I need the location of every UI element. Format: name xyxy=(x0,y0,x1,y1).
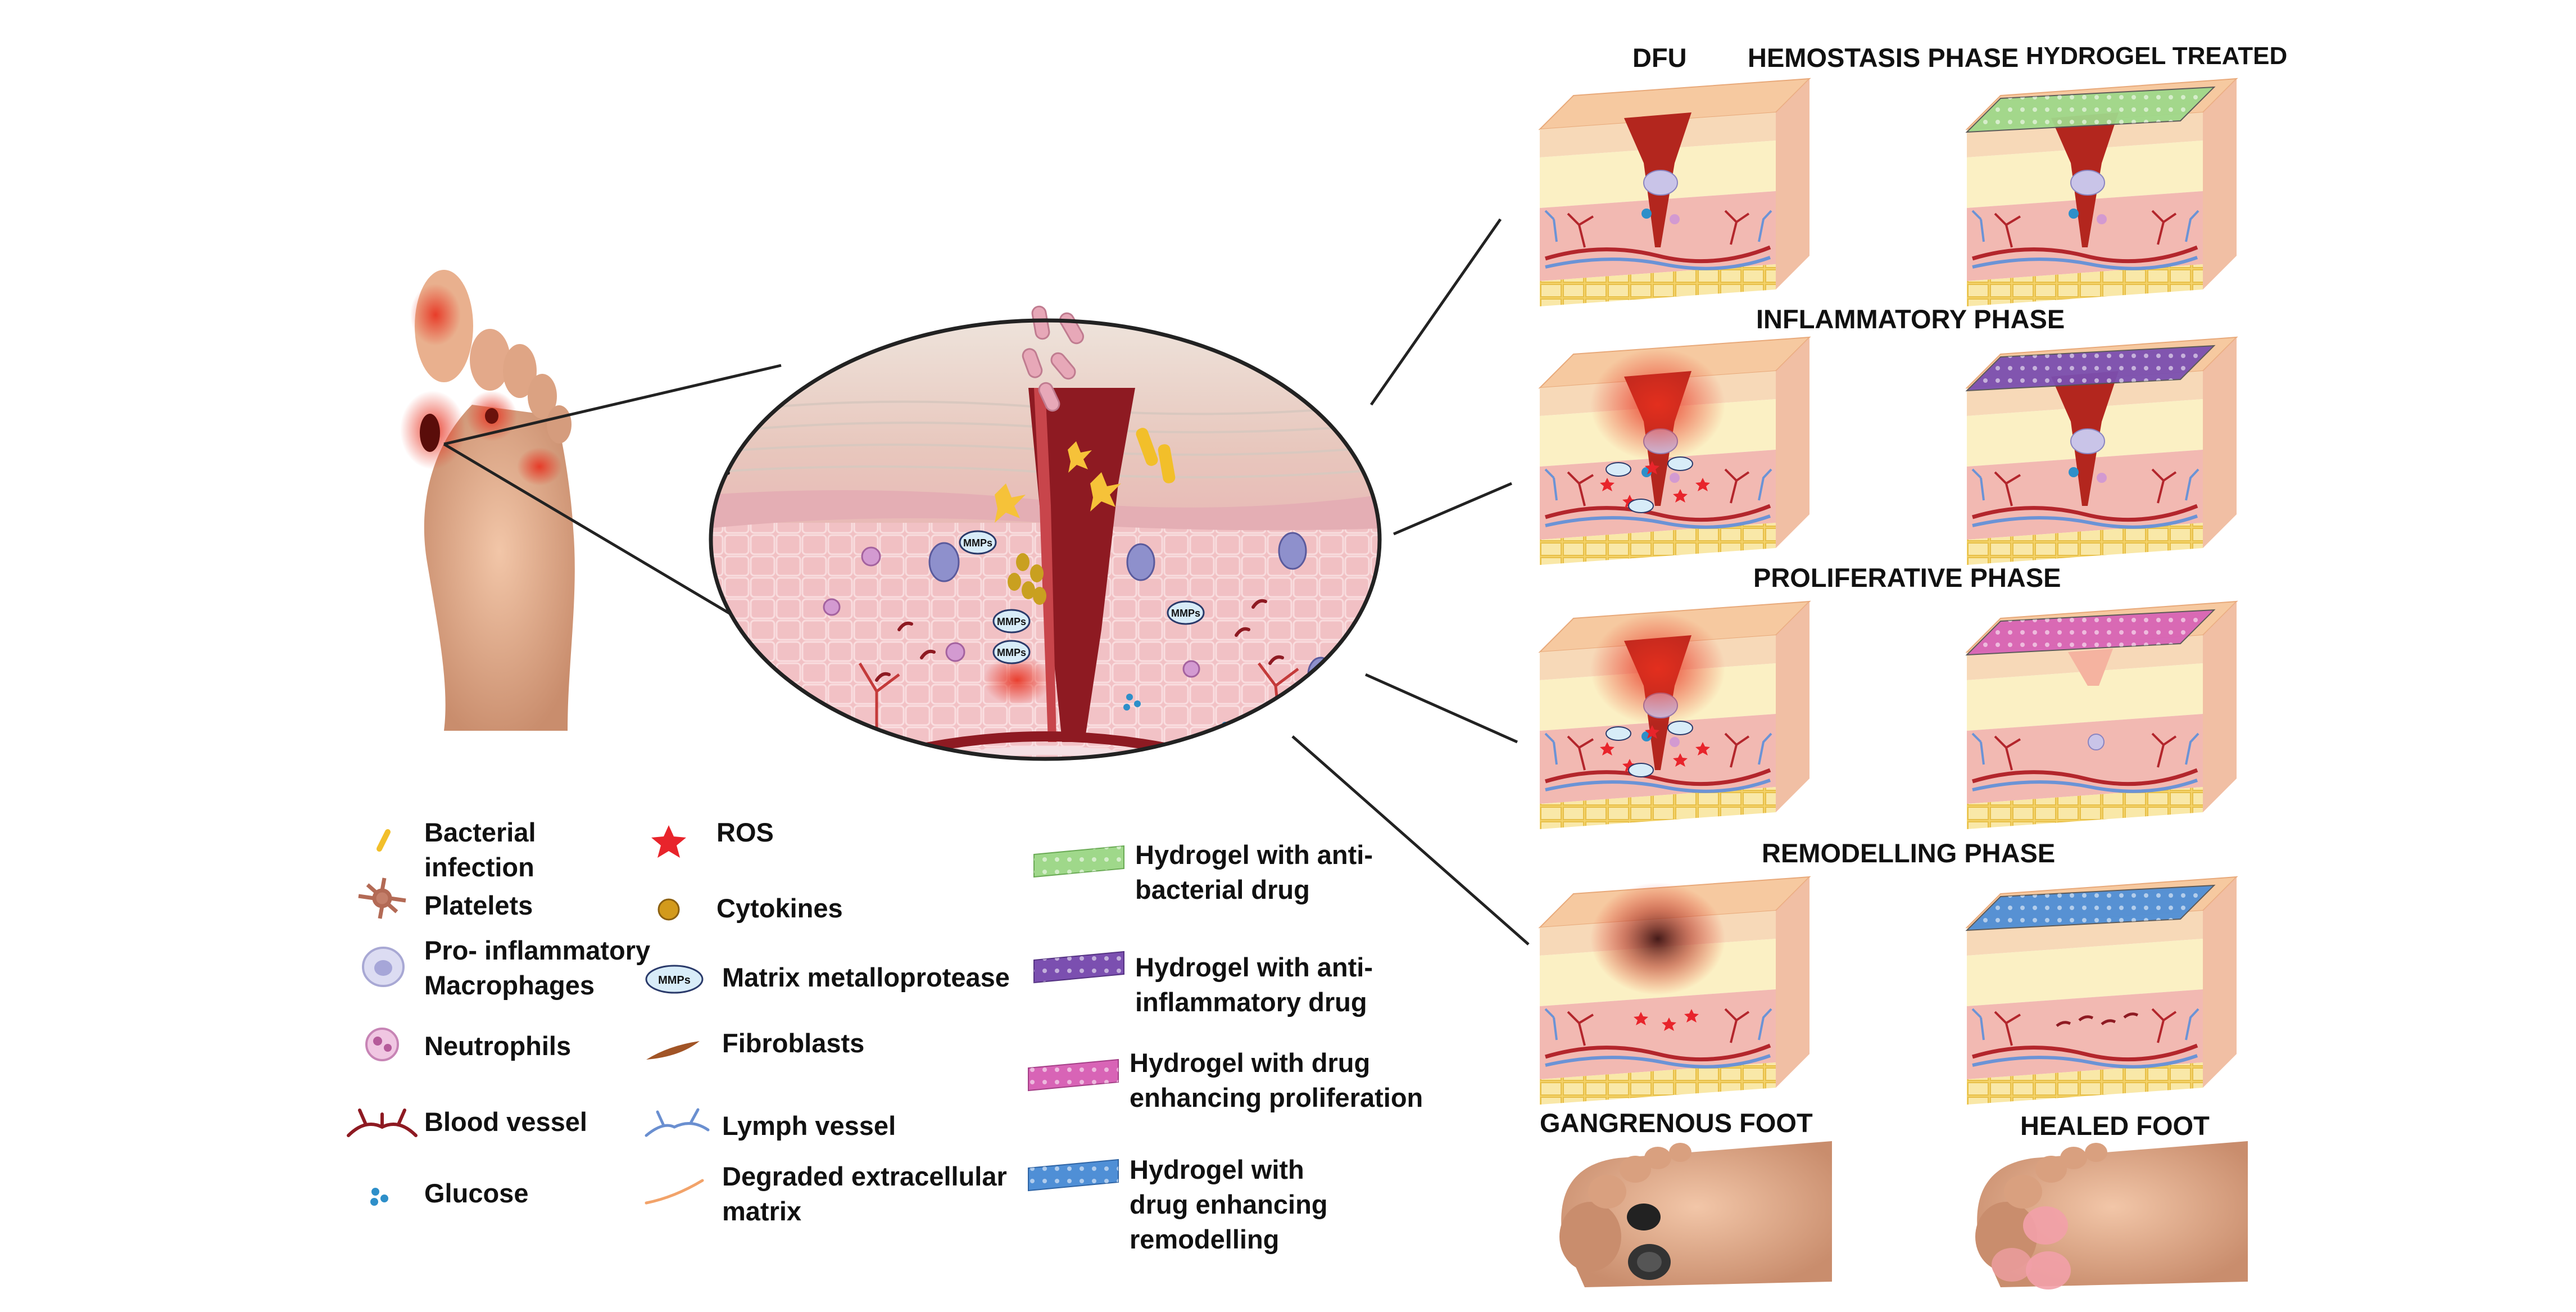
header-inflammatory-phase: INFLAMMATORY PHASE xyxy=(1756,304,2065,334)
foot-illustration xyxy=(400,270,575,731)
hydrogel-proliferation-legend-icon xyxy=(1028,1058,1119,1092)
legend-label-hydrogel-antibacterial: Hydrogel with anti-bacterial drug xyxy=(1135,840,1373,904)
legend-label-macrophages: Pro- inflammatory Macrophages xyxy=(424,935,651,1000)
block-hemostasis-hydrogel xyxy=(1965,78,2238,306)
macrophage-legend-icon xyxy=(362,947,405,987)
lymph-vessel-legend-icon xyxy=(645,1108,710,1137)
header-remodelling-phase: REMODELLING PHASE xyxy=(1762,838,2056,868)
mmp-legend-icon: MMPs xyxy=(645,965,704,994)
blood-vessel-legend-icon xyxy=(347,1109,418,1137)
mmps-label: MMPs xyxy=(997,616,1026,627)
header-proliferative-phase: PROLIFERATIVE PHASE xyxy=(1753,563,2061,592)
block-remodelling-hydrogel xyxy=(1965,876,2238,1105)
legend-label-blood-vessel: Blood vessel xyxy=(424,1107,587,1137)
ros-legend-icon xyxy=(651,825,686,858)
legend-label-degraded-ecm: Degraded extracellular matrix xyxy=(722,1161,1007,1226)
gangrenous-foot xyxy=(1559,1141,1832,1287)
glucose-legend-icon xyxy=(370,1188,388,1206)
phase-blocks xyxy=(1538,78,2238,1105)
legend-icons: MMPs xyxy=(347,825,1124,1206)
svg-text:MMPs: MMPs xyxy=(658,974,691,987)
legend-label-neutrophils: Neutrophils xyxy=(424,1031,572,1061)
legend-label-cytokines: Cytokines xyxy=(716,893,843,923)
legend-label-glucose: Glucose xyxy=(424,1178,529,1208)
platelet-legend-icon xyxy=(358,877,406,919)
block-remodelling-dfu xyxy=(1538,876,1811,1105)
ecm-legend-icon xyxy=(645,1179,704,1205)
header-hydrogel-treated: HYDROGEL TREATED xyxy=(2026,42,2288,70)
zoom-connector-lines xyxy=(443,364,782,626)
header-hemostasis-phase: HEMOSTASIS PHASE xyxy=(1748,43,2019,73)
mmps-label: MMPs xyxy=(997,647,1026,658)
legend-label-matrix-metalloprotease: Matrix metalloprotease xyxy=(722,962,1010,992)
zoom-circle-outline xyxy=(709,318,1382,761)
legend-label-hydrogel-proliferation: Hydrogel with drug enhancing proliferati… xyxy=(1130,1048,1423,1112)
block-inflammatory-hydrogel xyxy=(1965,336,2238,565)
header-dfu: DFU xyxy=(1632,43,1687,73)
legend-label-hydrogel-antiinflammatory: Hydrogel with anti-inflammatory drug xyxy=(1135,952,1373,1017)
block-proliferative-hydrogel xyxy=(1965,600,2238,829)
header-healed-foot: HEALED FOOT xyxy=(2020,1111,2210,1141)
legend-label-platelets: Platelets xyxy=(424,890,533,920)
cytokine-legend-icon xyxy=(657,898,680,921)
block-inflammatory-dfu xyxy=(1538,336,1811,565)
hydrogel-remodelling-legend-icon xyxy=(1028,1159,1119,1192)
block-dfu xyxy=(1538,78,1811,306)
fibroblast-legend-icon xyxy=(646,1041,700,1060)
legend-label-lymph-vessel: Lymph vessel xyxy=(722,1111,896,1141)
legend-label-ros: ROS xyxy=(716,817,774,847)
legend-label-bacterial-infection: Bacterial infection xyxy=(424,817,536,882)
healed-foot xyxy=(1975,1141,2248,1290)
legend-label-hydrogel-remodelling: Hydrogel with drug enhancing remodelling xyxy=(1130,1155,1328,1254)
neutrophil-legend-icon xyxy=(365,1028,399,1061)
legend-label-fibroblasts: Fibroblasts xyxy=(722,1028,865,1058)
mmps-label: MMPs xyxy=(1171,608,1200,619)
hydrogel-antiinflammatory-legend-icon xyxy=(1033,951,1124,984)
bacteria-legend-icon xyxy=(377,829,391,852)
phase-connector-lines xyxy=(1291,218,1530,945)
header-gangrenous-foot: GANGRENOUS FOOT xyxy=(1540,1108,1813,1138)
hydrogel-antibacterial-legend-icon xyxy=(1033,845,1124,878)
block-proliferative-dfu xyxy=(1538,600,1811,829)
mmps-label: MMPs xyxy=(963,537,992,549)
